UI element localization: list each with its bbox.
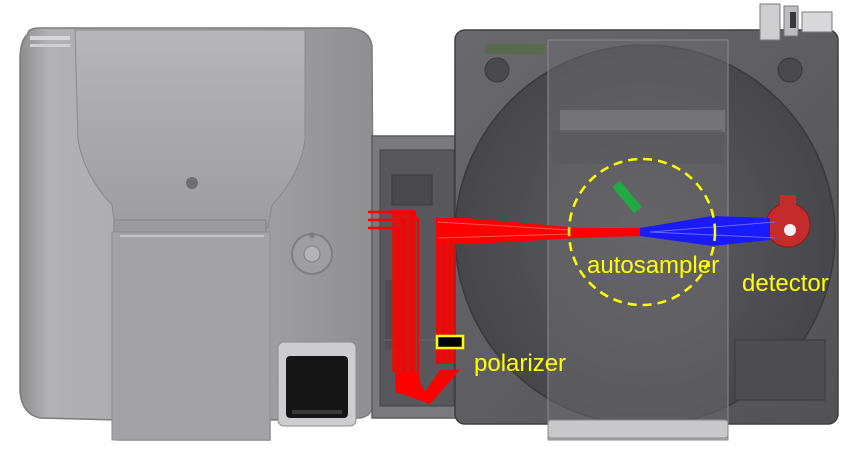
detector-label: detector [742,270,829,297]
rectangle-element-icon [435,334,465,350]
main-housing [19,27,375,441]
sample-cell-icon [612,180,642,214]
light-beam-path [368,210,776,404]
connector-ports [759,3,833,41]
polarizer-label: polarizer [474,350,567,377]
display-screen [277,341,357,427]
autosampler-ring [567,157,717,307]
autosampler-label: autosampler [587,252,720,279]
circular-detector-icon [765,195,811,248]
